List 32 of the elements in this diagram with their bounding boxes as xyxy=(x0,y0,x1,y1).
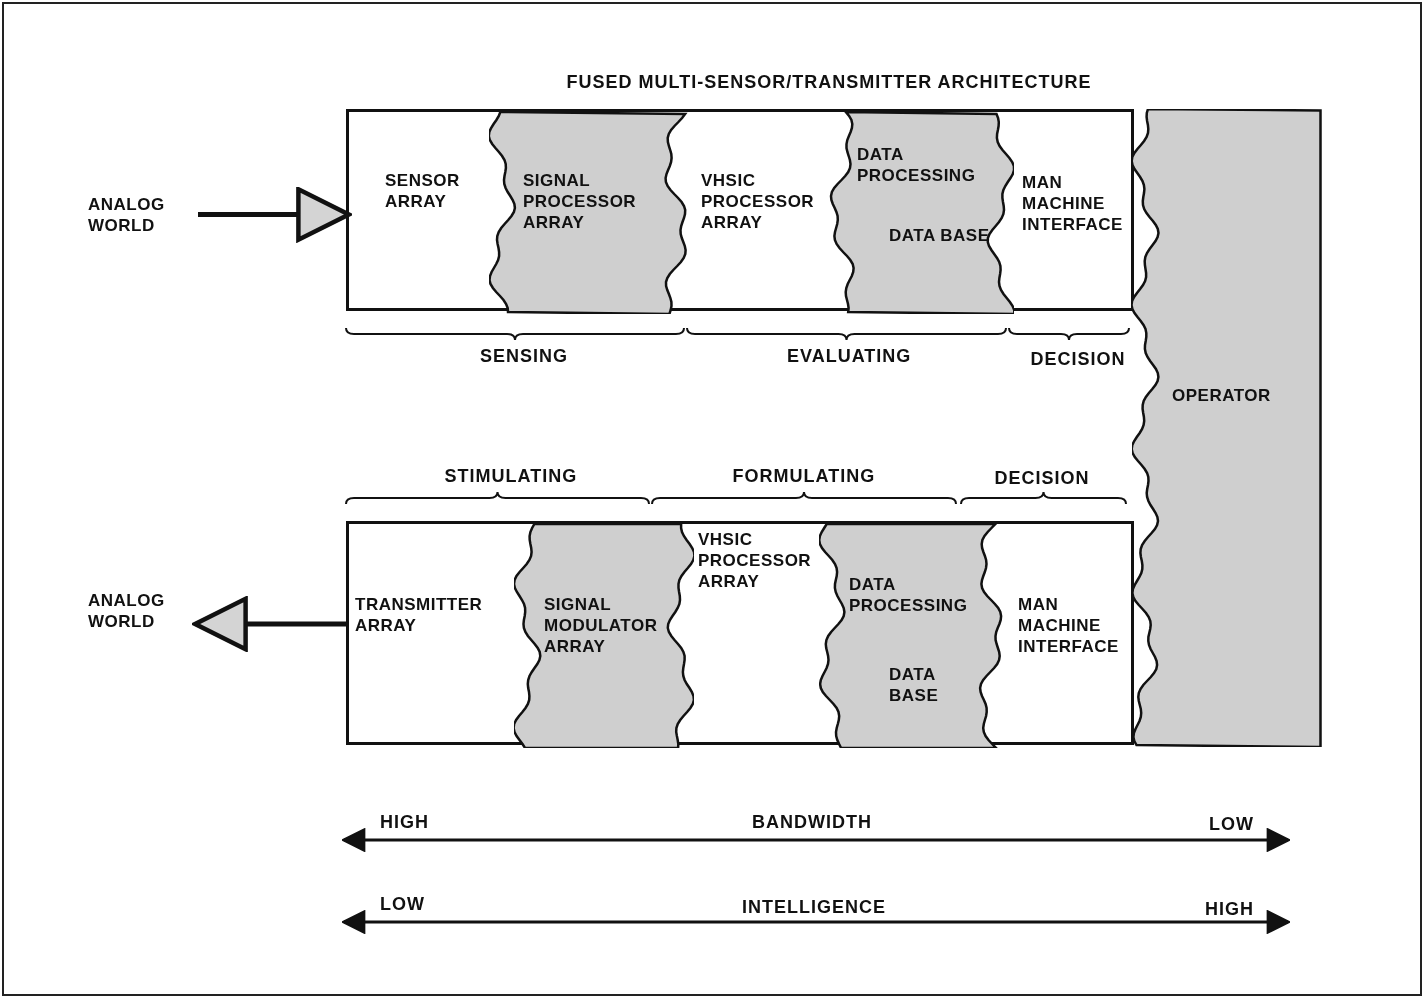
diagram-title: FUSED MULTI-SENSOR/TRANSMITTER ARCHITECTURE xyxy=(565,72,1093,93)
region-label: DATA PROCESSING xyxy=(857,144,977,186)
text-label: INTELLIGENCE xyxy=(742,897,886,918)
side-label: ANALOG WORLD xyxy=(88,590,166,632)
region-label: DATA BASE xyxy=(889,225,990,246)
text-label: STIMULATING xyxy=(444,466,578,487)
text-label: BANDWIDTH xyxy=(752,812,872,833)
text-label: LOW xyxy=(380,894,425,915)
text-label: HIGH xyxy=(1205,899,1254,920)
side-label: ANALOG WORLD xyxy=(88,194,166,236)
region-label: SIGNAL PROCESSOR ARRAY xyxy=(523,170,638,233)
band-box xyxy=(346,521,1134,745)
text-label: SENSING xyxy=(480,346,569,367)
region-label: VHSIC PROCESSOR ARRAY xyxy=(698,529,813,592)
region-label: SENSOR ARRAY xyxy=(385,170,461,212)
text-label: DECISION xyxy=(1030,349,1126,370)
band-box xyxy=(346,109,1134,311)
region-label: DATA BASE xyxy=(889,664,940,706)
region-label: MAN MACHINE INTERFACE xyxy=(1022,172,1124,235)
region-label: DATA PROCESSING xyxy=(849,574,969,616)
text-label: DECISION xyxy=(994,468,1090,489)
block-arrow xyxy=(198,187,352,242)
region-label: VHSIC PROCESSOR ARRAY xyxy=(701,170,816,233)
text-label: LOW xyxy=(1209,814,1254,835)
region-label: OPERATOR xyxy=(1172,385,1272,406)
region-label: SIGNAL MODULATOR ARRAY xyxy=(544,594,659,657)
block-arrow xyxy=(192,596,346,652)
text-label: EVALUATING xyxy=(787,346,912,367)
text-label: FORMULATING xyxy=(732,466,876,487)
region-label: TRANSMITTER ARRAY xyxy=(355,594,484,636)
region-label: MAN MACHINE INTERFACE xyxy=(1018,594,1120,657)
text-label: HIGH xyxy=(380,812,429,833)
